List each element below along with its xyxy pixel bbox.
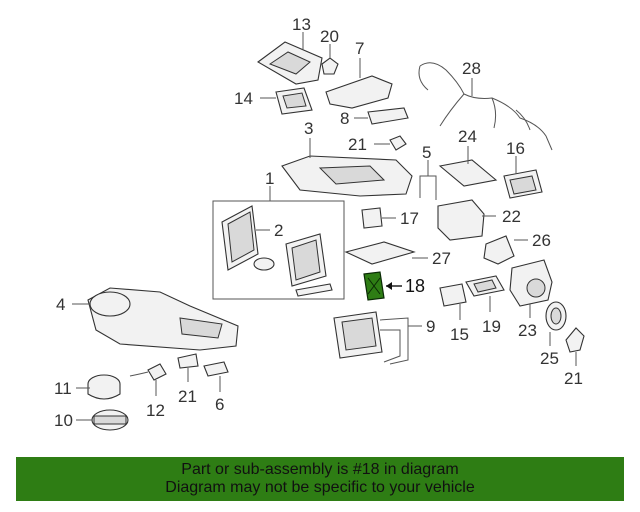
callout-25: 25 (540, 349, 559, 368)
part-8-connector[interactable] (367, 107, 409, 125)
callout-1: 1 (265, 169, 274, 188)
callout-26: 26 (532, 231, 551, 250)
part-23-blower-housing[interactable] (509, 259, 553, 307)
part-26-bracket[interactable] (483, 235, 515, 265)
part-9-core[interactable] (333, 311, 409, 365)
callout-16: 16 (506, 139, 525, 158)
banner-line-1: Part or sub-assembly is #18 in diagram (181, 461, 459, 478)
callout-15: 15 (450, 325, 469, 344)
callout-2: 2 (274, 221, 283, 240)
callout-21-bottom: 21 (178, 387, 197, 406)
info-banner: Part or sub-assembly is #18 in diagram D… (16, 457, 624, 501)
part-14-grille[interactable] (275, 87, 313, 115)
callout-13: 13 (292, 15, 311, 34)
part-21-clip-bottom[interactable] (177, 353, 199, 369)
callout-21-right: 21 (564, 369, 583, 388)
callout-4: 4 (56, 295, 65, 314)
callout-17: 17 (400, 209, 419, 228)
callout-18: 18 (405, 276, 425, 296)
part-24-filter[interactable] (438, 159, 498, 187)
callout-19: 19 (482, 317, 501, 336)
callout-12: 12 (146, 401, 165, 420)
parts-diagram: 13 20 7 14 8 28 21 3 (54, 15, 585, 431)
callout-3: 3 (304, 119, 313, 138)
part-19-grille[interactable] (465, 275, 505, 297)
part-15-bracket[interactable] (439, 283, 467, 307)
part-1-assembly-box (212, 200, 345, 300)
callout-23: 23 (518, 321, 537, 340)
callout-21-top: 21 (348, 135, 367, 154)
callout-7: 7 (355, 39, 364, 58)
part-7-duct[interactable] (325, 75, 393, 109)
part-25-motor-cover[interactable] (545, 301, 567, 331)
callout-27: 27 (432, 249, 451, 268)
part-20-actuator[interactable] (321, 57, 339, 75)
callout-5: 5 (422, 143, 431, 162)
part-21-clip-right[interactable] (565, 327, 585, 353)
callout-9: 9 (426, 317, 435, 336)
part-17-seal[interactable] (361, 207, 383, 229)
part-5-tube[interactable] (419, 175, 437, 200)
part-22-housing[interactable] (437, 199, 485, 241)
banner-line-2: Diagram may not be specific to your vehi… (165, 479, 475, 496)
part-10-blower-motor[interactable] (91, 409, 129, 431)
part-28-wiring-harness[interactable] (418, 62, 553, 151)
part-18-highlighted[interactable] (363, 271, 385, 301)
part-21-clip-top[interactable] (389, 135, 407, 151)
callout-8: 8 (340, 109, 349, 128)
part-4-lower-case[interactable] (87, 287, 239, 351)
callout-11: 11 (54, 379, 72, 398)
callout-10: 10 (54, 411, 73, 430)
part-3-case-upper[interactable] (281, 155, 413, 197)
callout-20: 20 (320, 27, 339, 46)
callout-24: 24 (458, 127, 477, 146)
callout-6: 6 (215, 395, 224, 414)
part-1-heater-core[interactable] (253, 233, 333, 297)
part-6-gasket[interactable] (203, 361, 229, 377)
part-2-evaporator[interactable] (221, 205, 259, 271)
callout-14: 14 (234, 89, 253, 108)
part-27-plate[interactable] (344, 241, 416, 265)
part-13-housing[interactable] (256, 41, 323, 85)
callout-28: 28 (462, 59, 481, 78)
part-12-resistor[interactable] (129, 363, 167, 381)
callout-22: 22 (502, 207, 521, 226)
part-11-blower-wheel[interactable] (87, 374, 121, 400)
part-16-grille[interactable] (503, 169, 543, 199)
